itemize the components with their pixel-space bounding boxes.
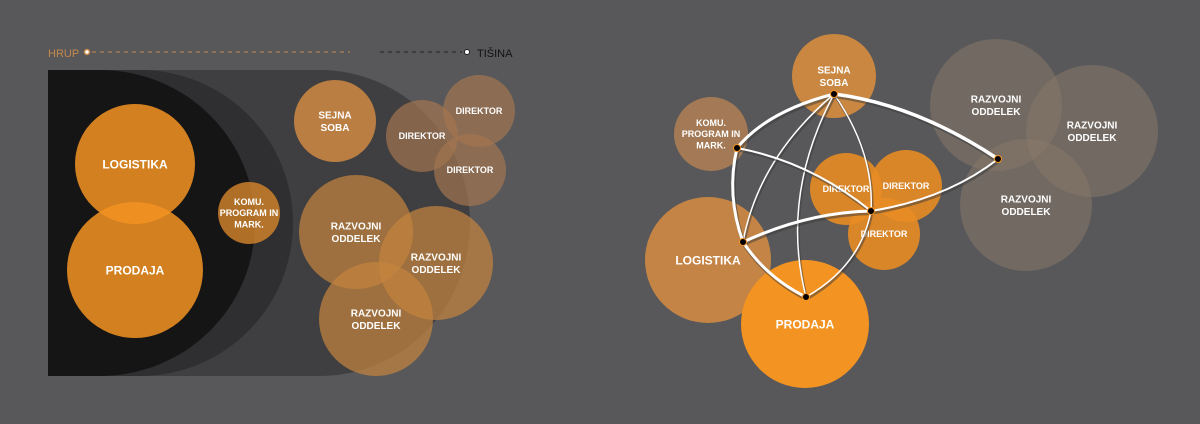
circle-label: PROGRAM IN bbox=[220, 208, 279, 218]
node-komu bbox=[733, 144, 741, 152]
circle-label: DIREKTOR bbox=[883, 181, 930, 191]
circle-label: ODDELEK bbox=[972, 107, 1022, 118]
circle-shape bbox=[294, 80, 376, 162]
circle-label: RAZVOJNI bbox=[1001, 194, 1052, 205]
circle-shape bbox=[674, 97, 748, 171]
circle-label: SOBA bbox=[321, 123, 350, 134]
link-shadow bbox=[742, 95, 836, 245]
link-komu-logistika bbox=[731, 147, 745, 243]
node-direktor bbox=[867, 207, 875, 215]
node-logistika bbox=[739, 238, 747, 246]
left-direktor-circle: DIREKTOR bbox=[443, 75, 515, 147]
circle-label: SEJNA bbox=[817, 65, 850, 76]
link-sejna-soba-prodaja bbox=[796, 93, 835, 298]
circle-shape bbox=[741, 260, 869, 388]
circle-label: LOGISTIKA bbox=[675, 253, 741, 267]
link-sejna-soba-direktor bbox=[833, 93, 873, 212]
circle-label: MARK. bbox=[696, 140, 726, 150]
link-komu-direktor bbox=[736, 147, 872, 212]
right-prodaja-circle: PRODAJA bbox=[741, 260, 869, 388]
link-shadow bbox=[806, 212, 874, 301]
circle-label: RAZVOJNI bbox=[411, 252, 462, 263]
circle-label: ODDELEK bbox=[1002, 207, 1052, 218]
circle-label: DIREKTOR bbox=[447, 165, 494, 175]
circle-label: DIREKTOR bbox=[399, 131, 446, 141]
circle-label: PRODAJA bbox=[776, 317, 835, 331]
circle-label: PROGRAM IN bbox=[682, 129, 741, 139]
circle-label: DIREKTOR bbox=[861, 229, 908, 239]
circle-label: DIREKTOR bbox=[823, 184, 870, 194]
node-prodaja bbox=[802, 293, 810, 301]
left-logistika-circle: LOGISTIKA bbox=[75, 104, 195, 224]
right-direktor-circle: DIREKTOR bbox=[848, 198, 920, 270]
link-sejna-soba-komu bbox=[735, 92, 835, 149]
legend-quiet-label: TIŠINA bbox=[477, 47, 513, 60]
circle-label: DIREKTOR bbox=[456, 106, 503, 116]
link-sejna-soba-logistika bbox=[742, 93, 835, 243]
left-razvojni-oddelek-circle: RAZVOJNI ODDELEK bbox=[319, 262, 433, 376]
left-sejna-soba-circle: SEJNA SOBA bbox=[294, 80, 376, 162]
circle-label: ODDELEK bbox=[332, 234, 382, 245]
circle-shape bbox=[218, 182, 280, 244]
circle-label: ODDELEK bbox=[1068, 133, 1118, 144]
node-razvojni bbox=[994, 155, 1002, 163]
circle-shape bbox=[75, 104, 195, 224]
circle-label: KOMU. bbox=[234, 197, 264, 207]
circle-label: LOGISTIKA bbox=[102, 157, 168, 171]
link-shadow bbox=[737, 148, 873, 215]
circle-shape bbox=[960, 139, 1092, 271]
legend-noise-label: HRUP bbox=[48, 48, 79, 60]
legend-dot-noise bbox=[83, 48, 91, 56]
circle-label: PRODAJA bbox=[106, 263, 165, 277]
circle-label: SEJNA bbox=[318, 110, 351, 121]
circle-label: SOBA bbox=[820, 78, 849, 89]
circle-shape bbox=[67, 202, 203, 338]
circle-label: RAZVOJNI bbox=[971, 94, 1022, 105]
circle-label: ODDELEK bbox=[412, 265, 462, 276]
circle-label: MARK. bbox=[234, 219, 264, 229]
link-sejna-soba-razvojni bbox=[833, 92, 999, 161]
link-direktor-razvojni bbox=[870, 158, 999, 212]
circle-label: RAZVOJNI bbox=[351, 308, 402, 319]
link-logistika-direktor bbox=[742, 209, 872, 244]
node-sejna-soba bbox=[830, 90, 838, 98]
circle-label: ODDELEK bbox=[352, 321, 402, 332]
link-shadow bbox=[736, 94, 836, 152]
circle-label: RAZVOJNI bbox=[331, 221, 382, 232]
circle-shape bbox=[848, 198, 920, 270]
circle-shape bbox=[319, 262, 433, 376]
link-logistika-prodaja bbox=[741, 241, 807, 299]
link-shadow bbox=[743, 211, 873, 246]
left-direktor-circle: DIREKTOR bbox=[434, 134, 506, 206]
right-razvojni-oddelek-circle: RAZVOJNI ODDELEK bbox=[960, 139, 1092, 271]
circle-shape bbox=[434, 134, 506, 206]
circle-shape bbox=[443, 75, 515, 147]
legend-dot-quiet bbox=[464, 49, 470, 55]
link-shadow bbox=[871, 159, 1000, 215]
link-prodaja-direktor bbox=[805, 210, 872, 298]
left-prodaja-circle: PRODAJA bbox=[67, 202, 203, 338]
circle-label: KOMU. bbox=[696, 118, 726, 128]
circle-label: RAZVOJNI bbox=[1067, 120, 1118, 131]
